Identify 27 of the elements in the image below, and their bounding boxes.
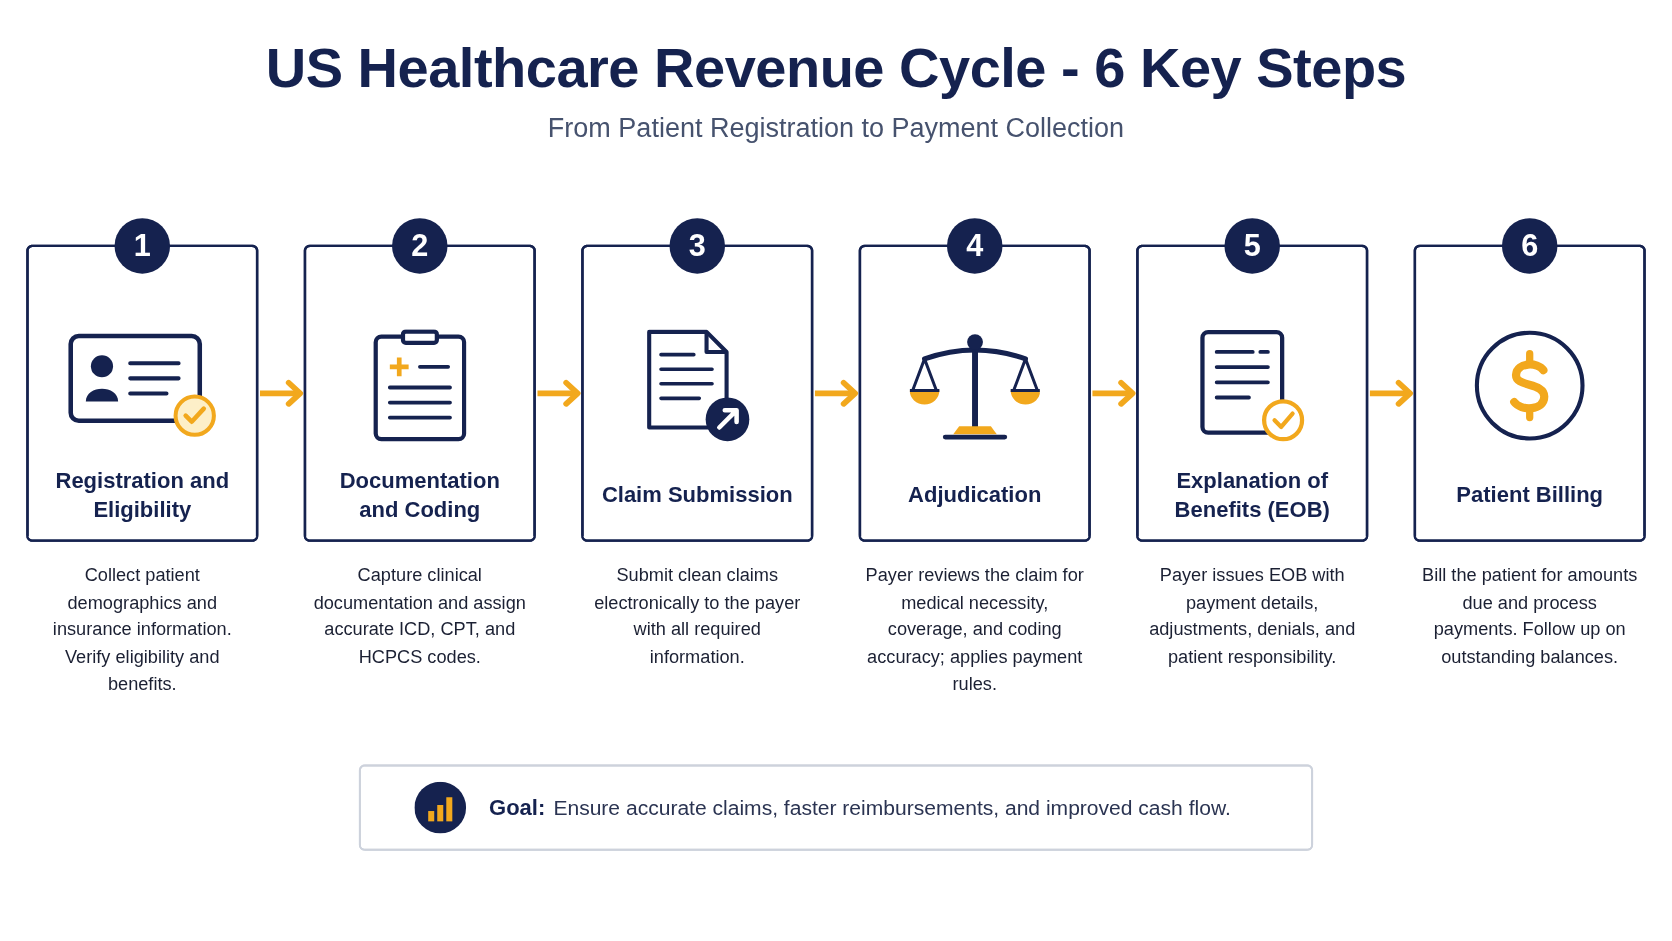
step-number: 1 <box>114 218 171 274</box>
step-number: 6 <box>1501 218 1558 274</box>
arrow <box>814 379 858 407</box>
diagram-title: US Healthcare Revenue Cycle - 6 Key Steps <box>265 36 1407 101</box>
step-description: Collect patient demographics and insurance information. Verify eligibility and benefits. <box>51 563 233 696</box>
step-description: Payer issues EOB with payment details, adjustments, denials, and patient responsibility. <box>1148 563 1357 669</box>
arrow <box>260 379 304 407</box>
step-title: Patient Billing <box>1456 481 1604 510</box>
step-description: Capture clinical documentation and assign accurate ICD, CPT, and HCPCS codes. <box>312 563 527 669</box>
step-title: Documentation and Coding <box>338 467 501 524</box>
arrow <box>1369 379 1413 407</box>
step-number: 5 <box>1224 218 1280 274</box>
step-title: Claim Submission <box>601 481 793 510</box>
arrow <box>1092 379 1136 407</box>
step-title: Explanation of Benefits (EOB) <box>1173 467 1331 524</box>
step-number: 2 <box>392 218 448 274</box>
goal-label: Goal: <box>489 794 546 820</box>
step-description: Bill the patient for amounts due and process payments. Follow up on outstanding balances. <box>1421 563 1639 669</box>
step-description: Payer reviews the claim for medical necessity, coverage, and coding accuracy; applies payment rules. <box>864 563 1085 696</box>
step-description: Submit clean claims electronically to the payer with all required information. <box>593 563 802 669</box>
goal-text: Ensure accurate claims, faster reimbursements, and improved cash flow. <box>553 795 1231 820</box>
step-title: Registration and Eligibility <box>54 467 231 524</box>
step-number: 3 <box>669 218 725 274</box>
arrow <box>537 379 581 407</box>
step-number: 4 <box>947 218 1003 274</box>
subtitle: From Patient Registration to Payment Collection <box>547 112 1125 145</box>
step-title: Adjudication <box>908 481 1042 510</box>
